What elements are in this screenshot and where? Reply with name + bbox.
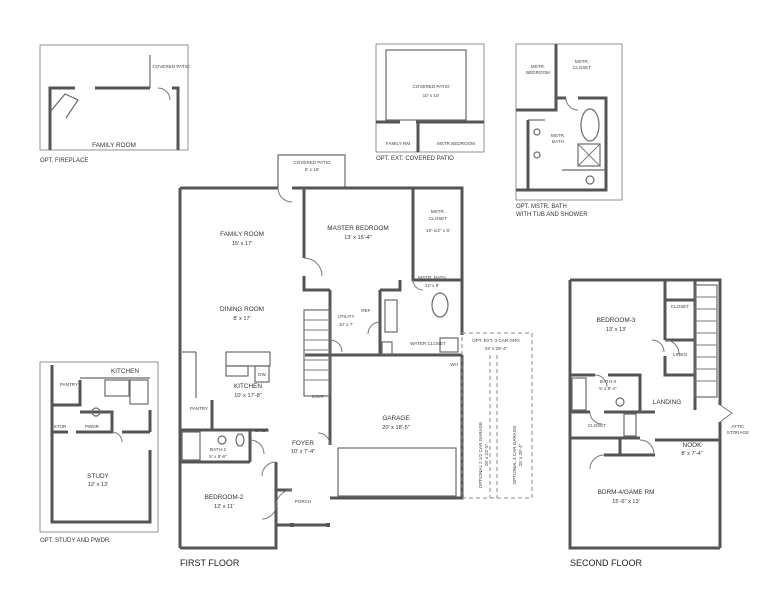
ff-dims-foyer: 10' x 7'-4" xyxy=(291,449,315,455)
opt-patio-inset: COVERED PATIO 10' x 10' FAMILY RM MSTR B… xyxy=(375,43,485,162)
sf-dims-bdrm-4: 15'-6" x 13' xyxy=(612,499,639,505)
ff-dims-covered-patio: 5' x 10' xyxy=(305,167,319,172)
ff-label-bath-2: BATH-2 xyxy=(210,447,226,452)
sf-label-bdrm-4: BDRM-4/GAME RM xyxy=(598,489,655,496)
ff-label-water-closet: WATER CLOSET xyxy=(410,341,446,346)
opt-study-pwdr: PWDR xyxy=(85,424,100,429)
ff-label-dw: DW xyxy=(258,372,266,377)
ff-label-dining-room: DINING ROOM xyxy=(220,306,264,313)
opt-study-pantry: PANTRY xyxy=(60,382,78,387)
opt-study-stor: STOR xyxy=(54,424,67,429)
ff-label-opt-ext-3car: OPT. EXT. 3 CAR GRG xyxy=(472,338,520,343)
ff-label-coat: COAT xyxy=(312,394,325,399)
ff-label-kitchen: KITCHEN xyxy=(234,383,262,390)
sf-label-attic-2: STORAGE xyxy=(727,430,749,435)
sf-label-nook: NOOK xyxy=(683,442,703,449)
opt-patio-caption: OPT. EXT. COVERED PATIO xyxy=(376,156,454,162)
opt-study-dims: 12' x 13' xyxy=(88,482,109,488)
ff-dims-mstr-bath: 12' x 8' xyxy=(425,283,439,288)
second-floor-plan: BEDROOM-3 13' x 13' BATH-3 5' x 9'-4" LA… xyxy=(568,278,749,568)
ff-label-mstr-closet-2: CLOSET xyxy=(429,216,448,221)
ff-dims-opt-ext-3car: 24' x 28'-4" xyxy=(485,346,508,351)
opt-patio-family-rm: FAMILY RM xyxy=(386,141,411,146)
opt-study-caption: OPT. STUDY AND PWDR. xyxy=(40,538,111,544)
ff-label-garage: GARAGE xyxy=(382,415,409,422)
opt-fireplace-inset: COVERED PATIO FAMILY ROOM OPT. FIREPLACE xyxy=(39,44,190,164)
opt-mstr-bath-inset: MSTR.BEDROOM MSTR.CLOSET MSTR.BATH OPT. … xyxy=(515,43,623,218)
sf-label-closet-2: CLOSET xyxy=(588,423,607,428)
ff-dims-garage: 20' x 18'-5" xyxy=(382,425,409,431)
ff-label-family-room: FAMILY ROOM xyxy=(220,231,264,238)
ff-label-porch: PORCH xyxy=(295,499,312,504)
ff-dims-kitchen: 10' x 17'-8" xyxy=(234,393,261,399)
opt-fireplace-covered-patio: COVERED PATIO xyxy=(152,64,190,69)
opt-patio-title: COVERED PATIO xyxy=(412,84,450,89)
ff-label-linen: LINEN xyxy=(255,428,269,433)
sf-label-landing: LANDING xyxy=(653,399,681,406)
ff-dims-opt-2half-car: 28' x 23'-5" xyxy=(484,443,489,466)
ff-label-mstr-bath: MSTR. BATH xyxy=(418,275,445,280)
sf-dims-nook: 8' x 7'-4" xyxy=(681,451,702,457)
first-floor-title: FIRST FLOOR xyxy=(180,558,240,568)
ff-label-covered-patio: COVERED PATIO xyxy=(293,160,331,165)
sf-dims-bath-3: 5' x 9'-4" xyxy=(599,386,617,391)
ff-dims-opt-3car: 25' x 28'-4" xyxy=(518,443,523,466)
ff-label-pantry: PANTRY xyxy=(190,406,208,411)
sf-label-linen: LINEN xyxy=(673,352,687,357)
ff-dims-master-bedroom: 13' x 15'-4" xyxy=(344,235,371,241)
sf-label-closet-1: CLOSET xyxy=(671,304,690,309)
ff-label-ref: REF xyxy=(361,308,370,313)
ff-dims-mstr-closet: 10'-1/2" x 6' xyxy=(426,228,450,233)
ff-label-opt-2half-car: OPTIONAL 2 1/2 CAR GARAGE xyxy=(478,422,483,488)
opt-mstr-bath-bedroom-label: MSTR.BEDROOM xyxy=(526,64,550,75)
opt-patio-mstr-bedroom: MSTR BEDROOM xyxy=(437,141,475,146)
ff-label-foyer: FOYER xyxy=(292,440,314,447)
ff-label-utility: UTILITY xyxy=(337,314,354,319)
ff-label-master-bedroom: MASTER BEDROOM xyxy=(327,225,388,232)
sf-dims-bedroom-3: 13' x 13' xyxy=(606,327,627,333)
sf-label-attic-1: ATTIC xyxy=(732,424,746,429)
ff-label-bedroom-2: BEDROOM-2 xyxy=(205,494,244,501)
sf-label-bedroom-3: BEDROOM-3 xyxy=(597,317,636,324)
opt-patio-dims: 10' x 10' xyxy=(423,93,440,98)
ff-dims-bedroom-2: 12' x 11' xyxy=(214,504,234,510)
opt-fireplace-family-room: FAMILY ROOM xyxy=(92,142,136,149)
ff-label-mstr-closet-1: MSTR. xyxy=(431,209,445,214)
ff-dims-bath-2: 5' x 8'-6" xyxy=(209,454,227,459)
sf-label-bath-3: BATH-3 xyxy=(600,379,616,384)
opt-mstr-bath-bath-label: MSTR.BATH xyxy=(551,133,565,144)
ff-dims-dining-room: 8' x 17' xyxy=(233,316,250,322)
first-floor-plan: COVERED PATIO 5' x 10' FAMILY ROOM 15' x… xyxy=(178,154,533,568)
opt-mstr-bath-caption-2: WITH TUB AND SHOWER xyxy=(516,212,588,218)
opt-mstr-bath-caption-1: OPT. MSTR. BATH xyxy=(516,204,567,210)
opt-fireplace-caption: OPT. FIREPLACE xyxy=(40,158,88,164)
opt-study-kitchen: KITCHEN xyxy=(111,368,139,375)
opt-study-name: STUDY xyxy=(87,473,109,480)
opt-study-inset: PANTRY KITCHEN STOR PWDR STUDY 12' x 13'… xyxy=(39,361,159,544)
ff-label-opt-3car: OPTIONAL 3 CAR GARAGE xyxy=(512,426,517,485)
ff-dims-utility: 10' x 7' xyxy=(339,322,353,327)
opt-mstr-bath-closet-label: MSTR.CLOSET xyxy=(573,59,592,70)
ff-dims-family-room: 15' x 17' xyxy=(232,241,253,247)
ff-label-wh: WH xyxy=(450,362,458,367)
second-floor-title: SECOND FLOOR xyxy=(570,558,643,568)
